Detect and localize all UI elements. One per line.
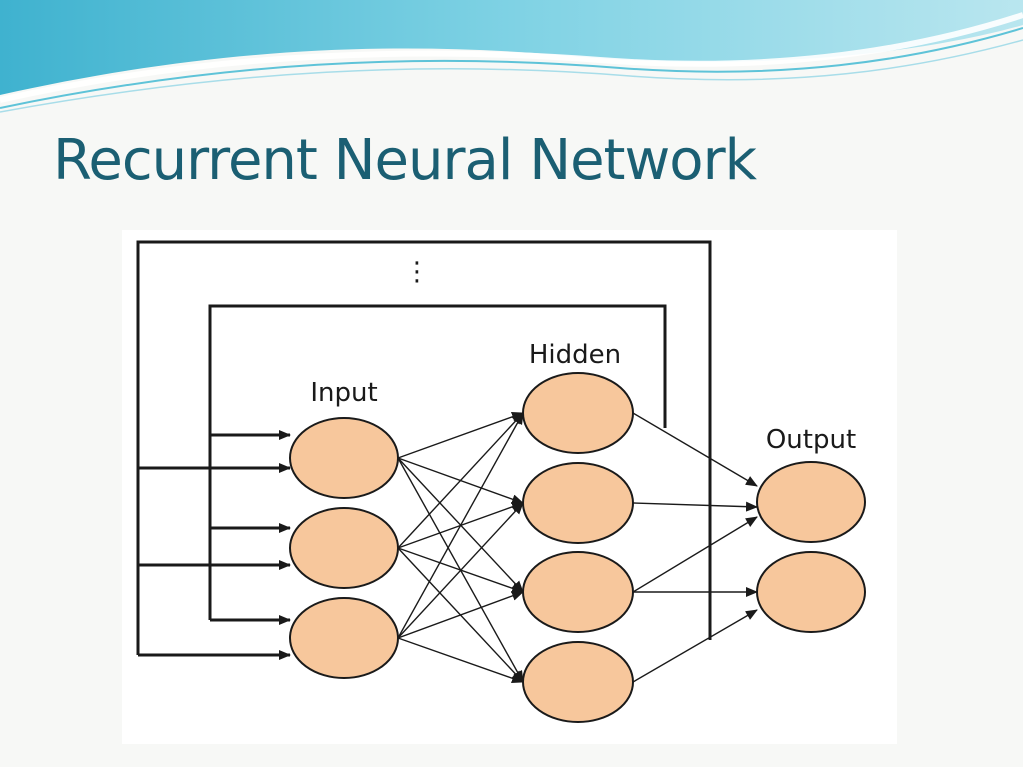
hidden-output-connection	[632, 609, 758, 683]
input-hidden-connection	[397, 502, 524, 639]
output-layer-label: Output	[766, 425, 856, 455]
hidden-output-connection	[632, 412, 758, 487]
hidden-node	[522, 551, 634, 633]
output-node	[756, 551, 866, 633]
output-layer	[756, 461, 866, 633]
input-layer	[289, 417, 399, 679]
connections	[397, 412, 758, 684]
hidden-node	[522, 462, 634, 544]
hidden-output-connection	[632, 516, 758, 593]
input-hidden-connection	[397, 412, 524, 459]
input-node	[289, 507, 399, 589]
continuation-marker: ⋮	[404, 257, 430, 287]
output-node	[756, 461, 866, 543]
hidden-layer	[522, 372, 634, 723]
input-hidden-connection	[397, 412, 524, 549]
slide-title: Recurrent Neural Network	[53, 128, 757, 193]
input-hidden-connection	[397, 412, 524, 639]
hidden-node	[522, 372, 634, 454]
input-hidden-connection	[397, 591, 524, 639]
header-wave-banner	[0, 0, 1023, 113]
hidden-output-connection	[632, 501, 758, 512]
input-node	[289, 597, 399, 679]
input-hidden-connection	[397, 637, 524, 684]
input-layer-label: Input	[310, 378, 377, 408]
recurrent-loop-outer	[136, 240, 712, 660]
input-node	[289, 417, 399, 499]
hidden-node	[522, 641, 634, 723]
rnn-diagram: ⋮ Input Hidden Output	[122, 230, 897, 744]
hidden-layer-label: Hidden	[529, 340, 621, 370]
recurrent-loop-inner	[208, 304, 667, 625]
